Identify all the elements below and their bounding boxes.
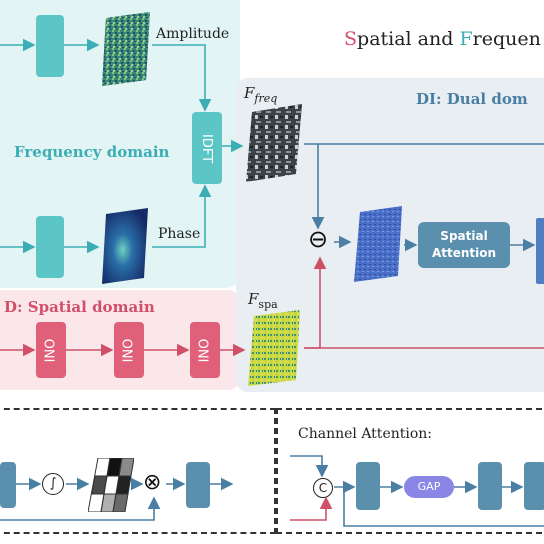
- f-spa-main: F: [248, 290, 259, 308]
- spatial-domain-label: D: Spatial domain: [4, 298, 155, 316]
- concat-operator: C: [313, 478, 333, 498]
- ino-label-2: INO: [121, 338, 137, 362]
- subtract-operator: ⊖: [308, 225, 329, 253]
- concat-symbol: C: [318, 481, 328, 495]
- frequency-domain-label: Frequency domain: [14, 143, 170, 161]
- ino-label-1: INO: [43, 338, 59, 362]
- left-output-block: [186, 462, 210, 508]
- f-freq-feature-map: [246, 104, 302, 182]
- gap-pill: GAP: [404, 476, 454, 498]
- f-spa-label: Fspa: [248, 290, 278, 311]
- idft-label: IDFT: [199, 133, 215, 163]
- f-freq-sub: freq: [254, 92, 278, 105]
- sigmoid-symbol: ∫: [49, 476, 57, 491]
- title-spatial-rest: patial and: [357, 28, 460, 50]
- sigmoid-operator: ∫: [42, 473, 64, 495]
- channel-block-3: [524, 462, 544, 510]
- attention-output-map: [536, 218, 544, 284]
- spatial-attention-line2: Attention: [431, 246, 497, 260]
- multiply-operator: ⊗: [143, 470, 162, 495]
- gap-label: GAP: [417, 480, 441, 493]
- f-freq-main: F: [244, 84, 255, 102]
- channel-block-1: [356, 462, 380, 510]
- difference-feature-map: [354, 206, 402, 282]
- phase-conv-block: [36, 216, 64, 278]
- amplitude-feature-map: [102, 12, 150, 86]
- dual-domain-label: DI: Dual dom: [416, 90, 528, 108]
- ino-label-3: INO: [197, 338, 213, 362]
- f-freq-label: Ffreq: [244, 84, 277, 105]
- amplitude-label: Amplitude: [156, 26, 230, 42]
- title-freq-initial: F: [459, 28, 473, 50]
- spatial-attention-line1: Spatial: [440, 229, 488, 243]
- amplitude-conv-block: [36, 15, 64, 77]
- f-spa-sub: spa: [258, 298, 278, 311]
- title-freq-rest: requen: [472, 28, 541, 50]
- idft-block: IDFT: [192, 112, 222, 184]
- spatial-attention-block: Spatial Attention: [418, 222, 510, 268]
- ino-block-1: INO: [36, 322, 66, 378]
- f-spa-feature-map: [248, 310, 300, 386]
- channel-attention-box: [276, 408, 544, 534]
- channel-attention-label: Channel Attention:: [298, 426, 433, 442]
- channel-block-2: [478, 462, 502, 510]
- phase-feature-map: [102, 208, 148, 284]
- ino-block-3: INO: [190, 322, 220, 378]
- ino-block-2: INO: [114, 322, 144, 378]
- phase-label: Phase: [158, 226, 201, 242]
- figure-title: Spatial and Frequen: [344, 28, 541, 50]
- attention-weight-grid: [88, 458, 134, 512]
- left-input-block: [0, 462, 16, 508]
- left-detail-box: [0, 408, 276, 534]
- title-spatial-initial: S: [344, 28, 358, 50]
